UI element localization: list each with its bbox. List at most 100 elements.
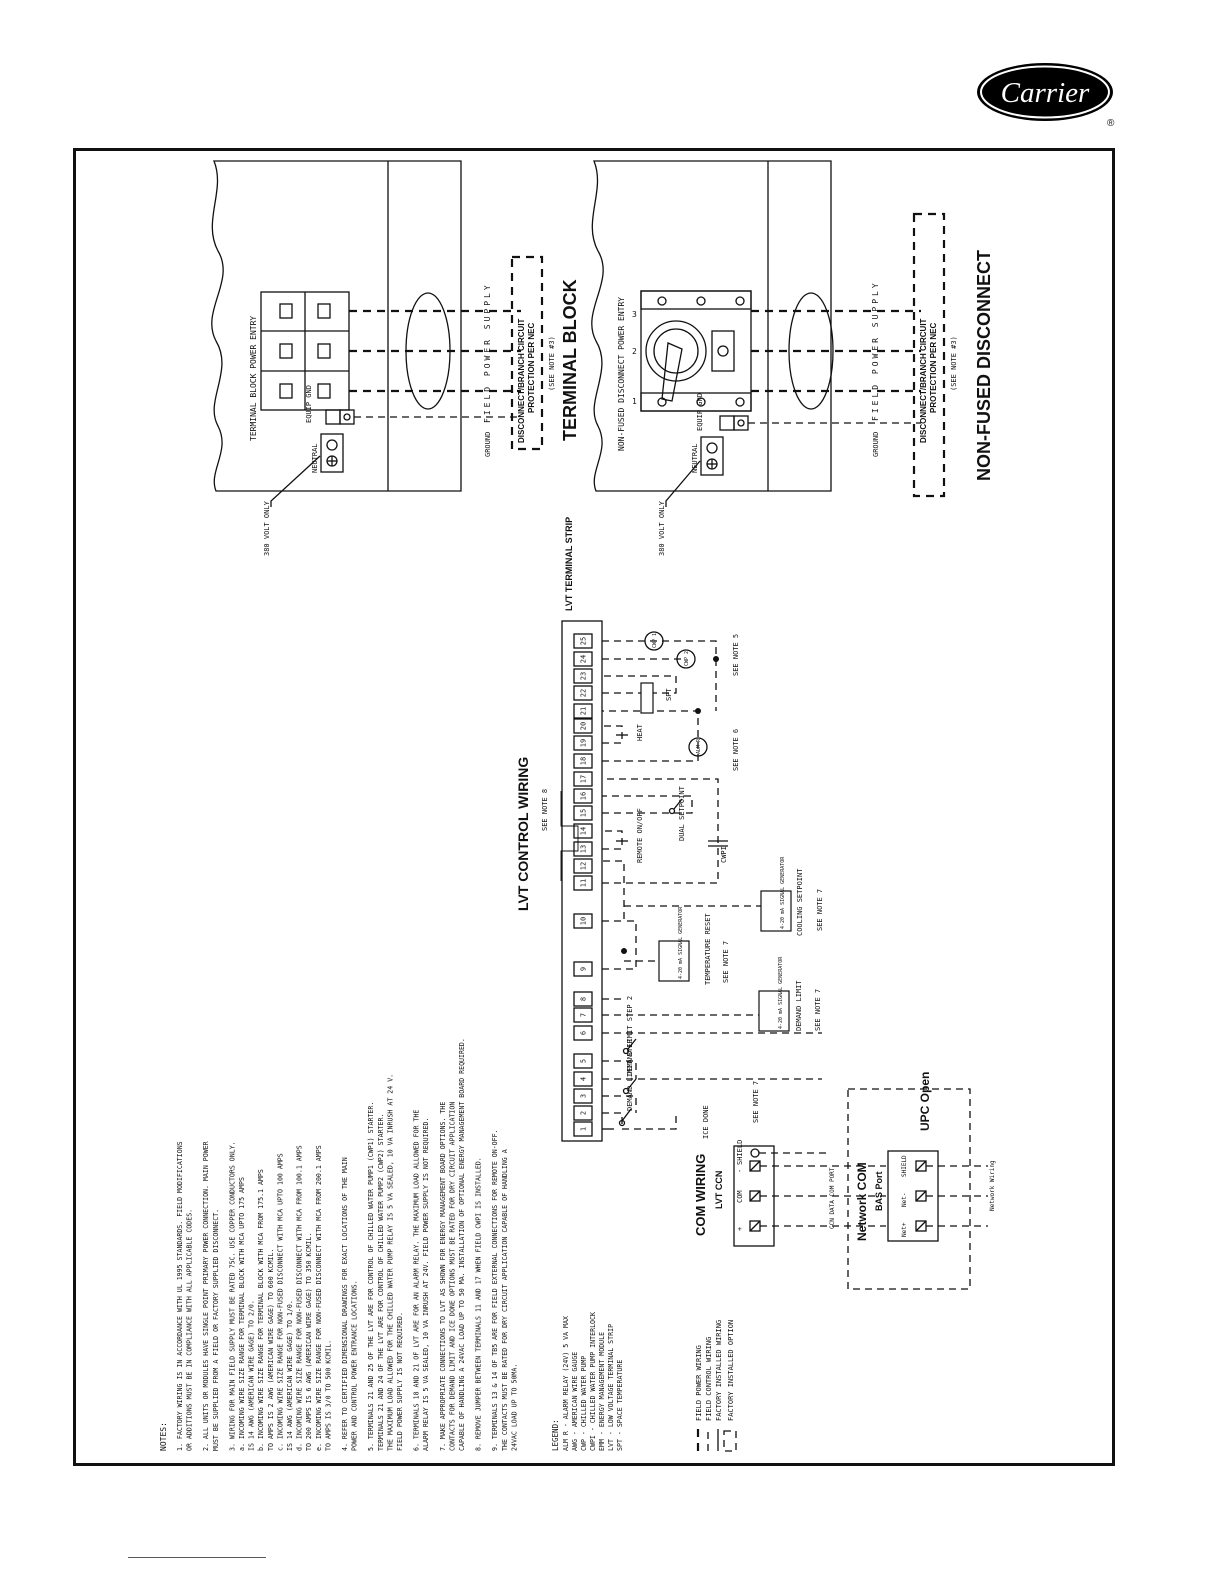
lvt-terminal-number: 15 — [580, 809, 588, 817]
legend-item: SPT - SPACE TEMPERATURE — [616, 1360, 624, 1451]
lvt-terminal-number: 13 — [580, 845, 588, 853]
legend-item: AWG - AMERICAN WIRE GAUGE — [571, 1352, 579, 1451]
nfd-see-note-3-label: (SEE NOTE #3) — [950, 336, 958, 391]
note-line: 2. ALL UNITS OR MODULES HAVE SINGLE POIN… — [202, 1141, 210, 1451]
ccn-data-com-port-label: CCN DATA COM PORT — [829, 1167, 836, 1229]
note-line: THE MAXIMUM LOAD ALLOWED FOR THE CHILLED… — [386, 1074, 394, 1451]
legend-item: CWP - CHILLED WATER PUMP — [580, 1356, 588, 1451]
lvt-terminal-number: 16 — [580, 792, 588, 800]
lvt-terminal-cell — [573, 991, 593, 1007]
upc-open-label: UPC Open — [918, 1072, 932, 1131]
lvt-terminal-cell — [573, 1121, 593, 1137]
wiring-diagram: .ln{stroke:#111;fill:none;stroke-width:1… — [159, 160, 996, 1452]
demand-limit-label: DEMAND LIMIT — [795, 980, 803, 1031]
notes-section: NOTES: 1. FACTORY WIRING IS IN ACCORDANC… — [159, 1038, 518, 1451]
note-line: THE CONTACTS MUST BE RATED FOR DRY CIRCU… — [501, 1149, 509, 1451]
notes-header: NOTES: — [159, 1422, 168, 1451]
lvt-terminal-cell — [573, 633, 593, 649]
lvt-terminal-cell — [573, 668, 593, 684]
lvt-terminal-number: 5 — [580, 1059, 588, 1063]
note-line: 3. WIRING FOR MAIN FIELD SUPPLY MUST BE … — [228, 1141, 236, 1451]
nfd-pole-1: 1 — [632, 397, 637, 406]
lvt-terminal-cell — [573, 651, 593, 667]
equip-gnd-label: EQUIP GND — [305, 385, 313, 423]
note-line: TO 200 AMPS IS 6 AWG (AMERICAN WIRE GAGE… — [305, 1233, 313, 1451]
cooling-setpoint-label: COOLING SETPOINT — [796, 868, 804, 936]
logo-text: Carrier — [1001, 77, 1090, 109]
neutral-terminal — [320, 433, 344, 473]
lvt-terminal-strip-label: LVT TERMINAL STRIP — [564, 517, 574, 611]
note-line: CONTACTS FOR DEMAND LIMIT AND ICE DONE O… — [448, 1102, 456, 1451]
lvt-terminal-cell — [573, 1105, 593, 1121]
nfd-pole-2: 2 — [632, 347, 637, 356]
non-fused-disconnect-title: NON-FUSED DISCONNECT — [974, 250, 994, 481]
legend-item: LVT - LOW VOLTAGE TERMINAL STRIP — [607, 1324, 615, 1451]
lvt-terminal-cell — [573, 1025, 593, 1041]
note-line: 7. MAKE APPROPRIATE CONNECTIONS TO LVT A… — [439, 1102, 447, 1451]
nfd-disconnect-label: DISCONNECT/BRANCH CIRCUIT — [919, 318, 928, 443]
nfd-pole-3: 3 — [632, 310, 637, 319]
lvt-terminal-number: 1 — [580, 1127, 588, 1131]
lvt-terminal-cell — [573, 913, 593, 929]
lvt-terminal-cell — [573, 1071, 593, 1087]
notes-list: 1. FACTORY WIRING IS IN ACCORDANCE WITH … — [176, 1038, 518, 1451]
note-line: 9. TERMINALS 13 & 14 OF TB5 ARE FOR FIEL… — [491, 1129, 499, 1451]
com-wiring-section: COM WIRING LVT CCN + COM - SHIELD CCN DA… — [693, 1072, 996, 1290]
legend-item: ALM R - ALARM RELAY (24V) 5 VA MAX — [562, 1316, 570, 1451]
legend-item: CWPI - CHILLED WATER PUMP INTERLOCK — [589, 1312, 597, 1451]
nfd-ground-label: GROUND — [872, 432, 880, 457]
nfd-field-power-supply-label: FIELD POWER SUPPLY — [871, 280, 880, 421]
terminal-block-power-entry-label: TERMINAL BLOCK POWER ENTRY — [249, 316, 258, 441]
lvt-terminal-cell — [573, 1053, 593, 1069]
lvt-terminal-number: 19 — [580, 739, 588, 747]
signal-gen-label-2: 4-20 mA SIGNAL GENERATOR — [678, 906, 684, 979]
com-wiring-title: COM WIRING — [693, 1154, 708, 1236]
note-line: OR ADDITIONS MUST BE IN COMPLIANCE WITH … — [186, 1209, 194, 1451]
footer-link-line — [128, 1557, 266, 1558]
disconnect-switch — [640, 290, 752, 412]
neutral-label: NEUTRAL — [311, 443, 319, 473]
legend-factory-option: FACTORY INSTALLED OPTION — [727, 1320, 735, 1421]
note-line: IS 14 AWG (AMERICAN WIRE GAGE) TO 2/0. — [248, 1300, 256, 1451]
net-plus-label: Net+ — [901, 1222, 908, 1237]
legend-section: LEGEND: ALM R - ALARM RELAY (24V) 5 VA M… — [551, 1312, 737, 1452]
lvt-terminal-number: 24 — [580, 655, 588, 663]
registered-mark: ® — [1107, 118, 1115, 128]
note-line: POWER AND CONTROL POWER ENTRANCE LOCATIO… — [351, 1280, 359, 1451]
lvt-terminal-cell — [573, 841, 593, 857]
note-line: 5. TERMINALS 21 AND 25 OF THE LVT ARE FO… — [367, 1102, 375, 1451]
note-line: TO AMPS IS 3/0 TO 500 KCMIL. — [324, 1340, 332, 1451]
lvt-terminal-cell — [573, 823, 593, 839]
lvt-terminal-number: 17 — [580, 775, 588, 783]
lvt-see-note-8: SEE NOTE 8 — [541, 789, 549, 831]
lvt-terminal-cell — [573, 961, 593, 977]
temperature-reset-generator — [658, 940, 690, 982]
bas-port-label: BAS Port — [874, 1171, 884, 1211]
cooling-setpoint-generator — [760, 890, 792, 932]
lvt-terminal-cell — [573, 788, 593, 804]
lvt-terminal-cell — [573, 703, 593, 719]
network-wiring-label: Network Wiring — [989, 1160, 996, 1211]
signal-gen-label-1: 4-20 mA SIGNAL GENERATOR — [778, 956, 784, 1029]
see-note-7-a: SEE NOTE 7 — [752, 1081, 760, 1123]
wiring-diagram-frame: .ln{stroke:#111;fill:none;stroke-width:1… — [73, 148, 1115, 1466]
disconnect-box — [510, 255, 544, 451]
cwp1-coil — [644, 631, 664, 651]
lvt-ccn-label: LVT CCN — [714, 1171, 724, 1209]
lvt-terminal-number: 11 — [580, 879, 588, 887]
lvt-terminal-number: 7 — [580, 1013, 588, 1017]
lvt-terminal-number: 14 — [580, 827, 588, 835]
note-line: d. INCOMING WIRE SIZE RANGE FOR NON-FUSE… — [296, 1145, 304, 1451]
lvt-terminal-cell — [573, 875, 593, 891]
non-fused-disconnect-section: NON-FUSED DISCONNECT POWER ENTRY 1 2 3 N… — [591, 160, 994, 556]
demand-limit-generator — [758, 990, 790, 1032]
lvt-terminal-number: 12 — [580, 862, 588, 870]
network-com-title: Network COM — [855, 1162, 869, 1241]
lvt-terminal-cell — [573, 685, 593, 701]
ice-done-label: ICE DONE — [702, 1105, 710, 1139]
note-line: TO AMPS IS 2 AWG (AMERICAN WIRE GAGE) TO… — [267, 1249, 275, 1451]
ccn-term-plus: + — [736, 1227, 744, 1231]
cwpi-label: CWPI — [720, 846, 728, 863]
lvt-terminal-cell — [573, 805, 593, 821]
